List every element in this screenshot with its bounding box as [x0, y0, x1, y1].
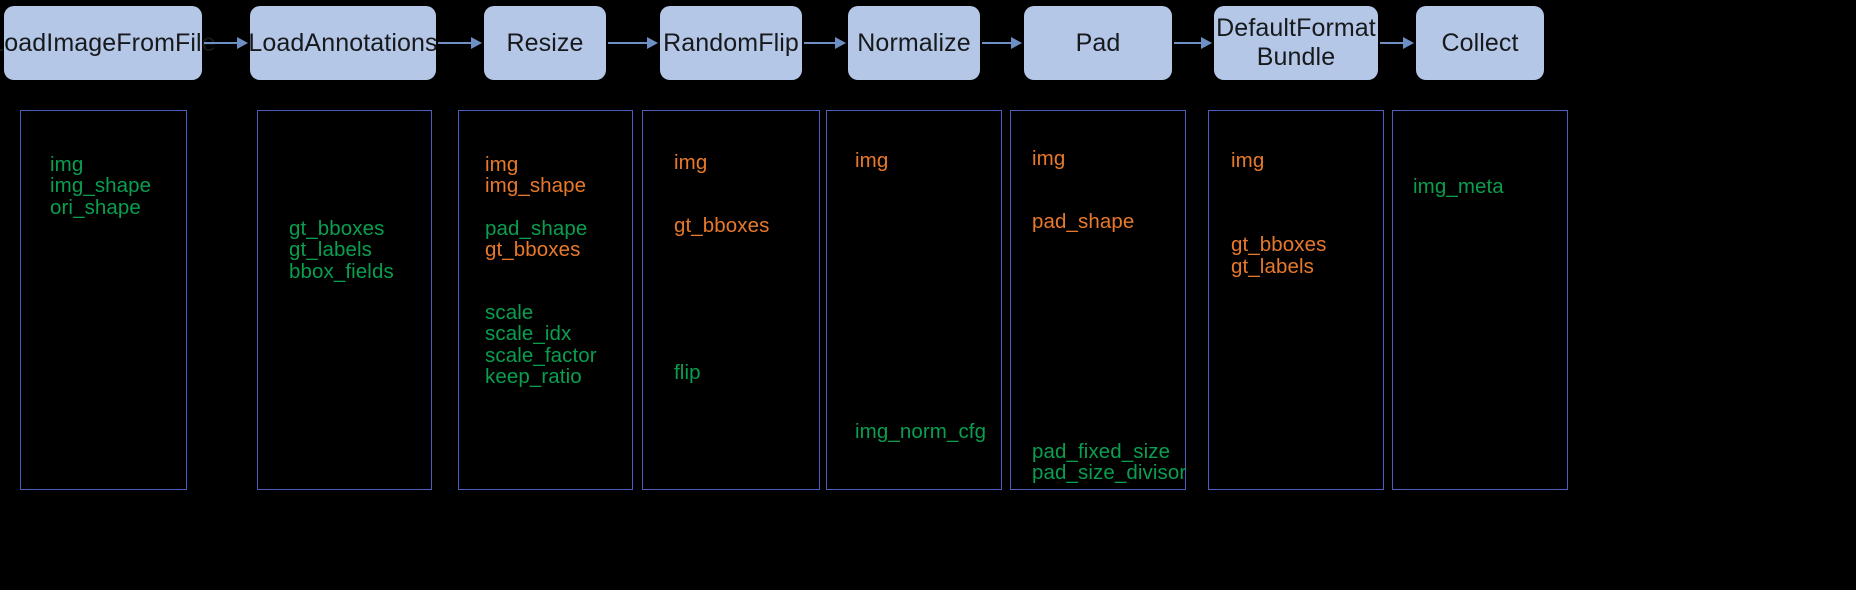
key-bbox-fields: bbox_fields	[289, 259, 394, 283]
arrow-1	[204, 36, 248, 50]
arrow-shaft	[1174, 42, 1201, 44]
key-group: img_norm_cfg	[855, 420, 987, 444]
key-scale-factor: scale_factor	[485, 343, 597, 367]
key-gt-bboxes: gt_bboxes	[674, 214, 770, 238]
key-pad-shape: pad_shape	[1032, 210, 1135, 234]
stage-label: Collect	[1441, 28, 1519, 57]
arrow-3	[608, 36, 658, 50]
key-group: pad_fixed_size pad_size_divisor	[1032, 439, 1187, 484]
stage-collect[interactable]: Collect	[1416, 6, 1544, 80]
arrow-shaft	[438, 42, 471, 44]
key-pad-fixed-size: pad_fixed_size	[1032, 439, 1171, 463]
arrow-head-icon	[1201, 37, 1212, 49]
key-group: img img_shape ori_shape	[50, 154, 151, 218]
key-group: pad_shape gt_bboxes	[485, 216, 597, 261]
stage-random-flip[interactable]: RandomFlip	[660, 6, 802, 80]
key-group: img	[855, 149, 986, 172]
key-group: img	[1032, 147, 1186, 170]
key-gt-labels: gt_labels	[1231, 254, 1314, 278]
panel-pad	[1010, 110, 1186, 490]
key-pad-size-divisor: pad_size_divisor	[1032, 460, 1187, 484]
stage-label: Pad	[1075, 28, 1121, 57]
key-group: gt_bboxes gt_labels bbox_fields	[289, 218, 394, 282]
key-img-shape: img_shape	[50, 174, 152, 198]
arrow-shaft	[1380, 42, 1403, 44]
arrow-shaft	[204, 42, 237, 44]
stage-default-format-bundle[interactable]: DefaultFormat Bundle	[1214, 6, 1378, 80]
keys-resize: img img_shape pad_shape gt_bboxes scale …	[485, 154, 597, 388]
stage-label: RandomFlip	[663, 28, 799, 57]
stage-resize[interactable]: Resize	[484, 6, 606, 80]
key-group: img_meta	[1413, 175, 1504, 198]
panel-resize	[458, 110, 633, 490]
stage-normalize[interactable]: Normalize	[848, 6, 980, 80]
key-scale-idx: scale_idx	[485, 322, 572, 346]
key-ori-shape: ori_shape	[50, 195, 141, 219]
key-img: img	[1231, 149, 1265, 172]
arrow-head-icon	[1011, 37, 1022, 49]
key-gt-labels: gt_labels	[289, 238, 372, 262]
arrow-shaft	[982, 42, 1011, 44]
stage-label: Normalize	[857, 28, 971, 57]
panel-random-flip	[642, 110, 820, 490]
key-group: img	[674, 151, 770, 174]
keys-random-flip: img gt_bboxes flip	[674, 152, 770, 383]
stage-label: LoadImageFromFile	[0, 28, 216, 57]
key-group: flip	[674, 360, 770, 384]
key-img: img	[674, 151, 708, 174]
keys-load-image-from-file: img img_shape ori_shape	[50, 154, 151, 218]
arrow-4	[804, 36, 846, 50]
key-group: img	[1231, 149, 1327, 172]
arrow-head-icon	[1403, 37, 1414, 49]
stage-label: LoadAnnotations	[248, 28, 438, 57]
key-img: img	[50, 153, 84, 176]
stage-pad[interactable]: Pad	[1024, 6, 1172, 80]
stage-label: DefaultFormat Bundle	[1216, 14, 1376, 71]
key-group: img img_shape	[485, 154, 597, 197]
keys-collect: img_meta	[1413, 175, 1504, 198]
panel-default-format-bundle	[1208, 110, 1384, 490]
keys-load-annotations: gt_bboxes gt_labels bbox_fields	[289, 218, 394, 282]
arrow-head-icon	[647, 37, 658, 49]
stage-load-image-from-file[interactable]: LoadImageFromFile	[0, 6, 216, 80]
key-group: gt_bboxes	[674, 214, 770, 238]
key-gt-bboxes: gt_bboxes	[289, 217, 385, 240]
key-img: img	[1032, 147, 1066, 170]
arrow-7	[1380, 36, 1414, 50]
key-group: pad_shape	[1032, 210, 1186, 234]
arrow-6	[1174, 36, 1212, 50]
panel-collect	[1392, 110, 1568, 490]
key-gt-bboxes: gt_bboxes	[1231, 233, 1327, 257]
panel-load-annotations	[257, 110, 432, 490]
arrow-shaft	[804, 42, 835, 44]
key-scale: scale	[485, 301, 534, 325]
key-gt-bboxes: gt_bboxes	[485, 237, 581, 261]
key-keep-ratio: keep_ratio	[485, 365, 582, 389]
keys-default-format-bundle: img gt_bboxes gt_labels	[1231, 150, 1327, 277]
key-group: gt_bboxes gt_labels	[1231, 234, 1327, 277]
key-pad-shape: pad_shape	[485, 216, 588, 240]
arrow-head-icon	[471, 37, 482, 49]
arrow-shaft	[608, 42, 647, 44]
key-img-norm-cfg: img_norm_cfg	[855, 420, 987, 444]
key-group: scale scale_idx scale_factor keep_ratio	[485, 302, 597, 387]
panel-normalize	[826, 110, 1002, 490]
arrow-head-icon	[835, 37, 846, 49]
stage-label: Resize	[506, 28, 584, 57]
keys-normalize: img img_norm_cfg	[855, 150, 986, 443]
keys-pad: img pad_shape pad_fixed_size pad_size_di…	[1032, 148, 1186, 483]
key-img: img	[485, 153, 519, 176]
key-img-shape: img_shape	[485, 174, 587, 198]
key-img-meta: img_meta	[1413, 175, 1504, 198]
arrow-head-icon	[237, 37, 248, 49]
panel-load-image-from-file	[20, 110, 187, 490]
arrow-2	[438, 36, 482, 50]
arrow-5	[982, 36, 1022, 50]
stage-load-annotations[interactable]: LoadAnnotations	[248, 6, 438, 80]
key-img: img	[855, 149, 889, 172]
key-flip: flip	[674, 360, 701, 384]
